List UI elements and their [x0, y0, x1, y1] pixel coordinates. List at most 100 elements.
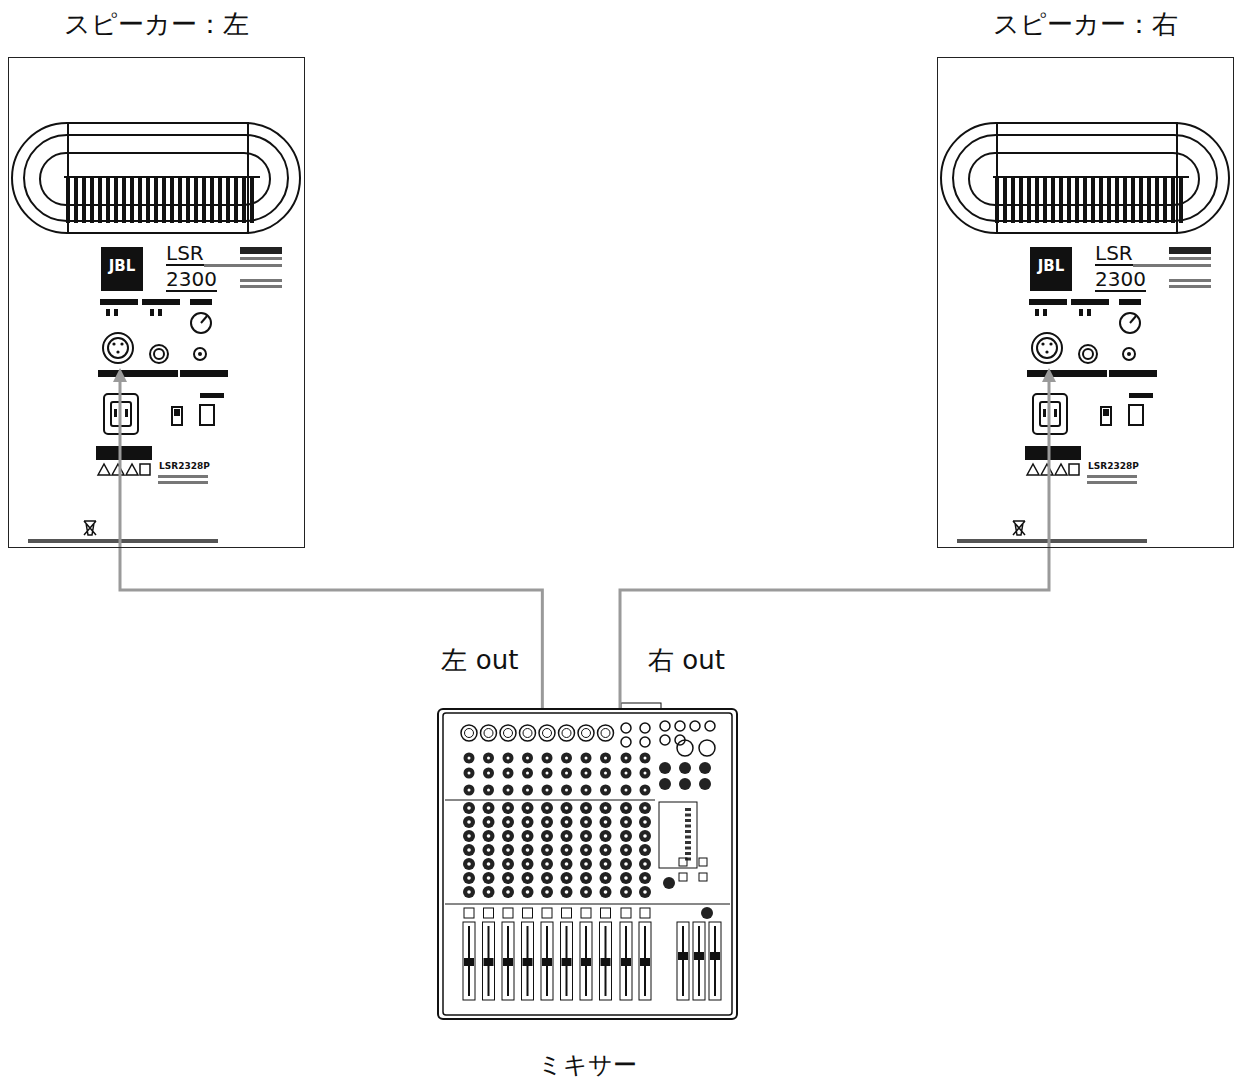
xlr-pin: [112, 342, 115, 345]
xlr-jack: [1032, 333, 1062, 363]
rca-jack: [1123, 348, 1135, 360]
knob-dot: [546, 789, 549, 792]
fader-strip: [483, 922, 495, 1000]
eq-knob: [620, 830, 632, 842]
fine-print: [28, 539, 218, 543]
heatsink-fin: [106, 177, 110, 223]
heatsink-fin: [1035, 177, 1039, 223]
eq-knob: [639, 886, 651, 898]
xlr-input: [500, 725, 516, 741]
heatsink-fin: [1019, 177, 1023, 223]
heatsink-fin: [1075, 177, 1079, 223]
knob-dot: [487, 820, 491, 824]
eq-knob: [580, 886, 592, 898]
trim-knob: [522, 753, 533, 764]
knob-dot: [624, 862, 628, 866]
mute-button: [640, 908, 650, 918]
knob-dot: [604, 848, 608, 852]
knob-dot: [467, 848, 471, 852]
knob-dot: [624, 806, 628, 810]
knob-dot: [506, 820, 510, 824]
knob-dot: [643, 890, 647, 894]
meter-led: [685, 841, 691, 844]
arrowhead: [1042, 368, 1056, 382]
output-jack: [660, 735, 670, 745]
output-label: 右 out: [646, 644, 727, 676]
heatsink-fin: [234, 177, 238, 223]
fine-print: [240, 279, 282, 282]
eq-knob: [502, 844, 514, 856]
meter-led: [685, 852, 691, 855]
knob-dot: [468, 757, 471, 760]
xlr-jack-inner: [108, 338, 128, 358]
heatsink-fin: [1155, 177, 1159, 223]
master-button: [679, 858, 687, 866]
heatsink-fin: [1027, 177, 1031, 223]
knob-dot: [643, 876, 647, 880]
knob-dot: [585, 772, 588, 775]
trim-knob: [503, 768, 514, 779]
knob-dot: [487, 862, 491, 866]
dip-switch: [158, 309, 162, 316]
line-input: [621, 737, 631, 747]
heatsink-fin: [1115, 177, 1119, 223]
warning-symbol: [1055, 464, 1067, 475]
heatsink-fin: [1011, 177, 1015, 223]
knob-dot: [526, 862, 530, 866]
eq-knob: [502, 872, 514, 884]
knob-dot: [467, 876, 471, 880]
xlr-input-inner: [484, 729, 493, 738]
eq-knob: [502, 816, 514, 828]
knob-dot: [604, 789, 607, 792]
trim-knob: [581, 753, 592, 764]
heatsink-fin: [154, 177, 158, 223]
heatsink-fin: [250, 177, 254, 223]
trim-knob: [483, 753, 494, 764]
knob-dot: [545, 862, 549, 866]
knob-dot: [468, 789, 471, 792]
xlr-input-inner: [562, 729, 571, 738]
trim-knob: [464, 753, 475, 764]
knob-dot: [487, 876, 491, 880]
mixer-body: ミキサー: [437, 708, 738, 1020]
eq-knob: [463, 816, 475, 828]
output-jack: [660, 721, 670, 731]
level-meter: [659, 802, 697, 868]
switch-label: [1029, 299, 1067, 305]
knob-dot: [526, 834, 530, 838]
fader-strip: [522, 922, 534, 1000]
fader-cap: [503, 958, 513, 966]
heatsink-fin: [1051, 177, 1055, 223]
knob-dot: [467, 820, 471, 824]
heatsink-fin: [1083, 177, 1087, 223]
heatsink-fin: [98, 177, 102, 223]
warning-symbol: [112, 464, 124, 475]
knob-dot: [643, 848, 647, 852]
heatsink-fin: [90, 177, 94, 223]
eq-knob: [580, 802, 592, 814]
eq-knob: [483, 886, 495, 898]
eq-knob: [502, 858, 514, 870]
knob-dot: [507, 772, 510, 775]
eq-knob: [502, 830, 514, 842]
heatsink-fin: [1043, 177, 1047, 223]
trim-knob: [640, 768, 651, 779]
dip-switch: [1079, 309, 1083, 316]
panel-divider: [445, 904, 730, 905]
fader-strip: [639, 922, 651, 1000]
heatsink-fin: [114, 177, 118, 223]
knob-dot: [604, 876, 608, 880]
xlr-pin: [1049, 342, 1052, 345]
eq-knob: [600, 816, 612, 828]
xlr-pin: [1041, 342, 1044, 345]
eq-knob: [463, 886, 475, 898]
fine-print: [158, 481, 208, 484]
knob-dot: [507, 789, 510, 792]
knob-dot: [526, 757, 529, 760]
main-out-xlr: [677, 740, 693, 756]
knob-dot: [487, 834, 491, 838]
knob-dot: [565, 820, 569, 824]
output-jack: [690, 721, 700, 731]
eq-knob: [639, 830, 651, 842]
